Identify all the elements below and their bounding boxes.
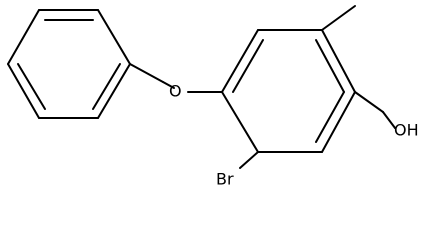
bond-bromine — [239, 151, 259, 169]
bond-ring-3 — [321, 29, 356, 93]
bond-ring-6 — [221, 91, 259, 153]
bond-benzyl-ch2 — [129, 63, 164, 83]
atom-oxygen-hydroxyl: OH — [394, 121, 419, 140]
bond-phenyl-3 — [97, 63, 131, 119]
bond-ch2oh-2 — [382, 111, 396, 129]
bond-ring-double-2 — [315, 91, 345, 143]
bond-phenyl-5 — [7, 63, 40, 119]
bond-ring-1 — [221, 29, 259, 93]
bond-ring-double-1 — [232, 39, 264, 93]
bond-ch2oh-1 — [354, 91, 384, 113]
bond-phenyl-6 — [7, 9, 40, 65]
central-ring — [221, 29, 356, 153]
bond-phenyl-2 — [97, 9, 131, 65]
bond-ring-double-3 — [315, 39, 345, 93]
chemical-structure: O OH Br — [7, 5, 419, 189]
atom-oxygen-ether: O — [169, 82, 182, 101]
bond-ring-4 — [321, 91, 356, 153]
bond-ch2-o — [162, 81, 175, 89]
bond-phenyl-double-3 — [17, 63, 46, 110]
bond-phenyl-double-2 — [92, 63, 121, 110]
bond-methyl — [321, 5, 356, 31]
atom-bromine: Br — [216, 170, 234, 189]
phenyl-ring — [7, 9, 131, 119]
